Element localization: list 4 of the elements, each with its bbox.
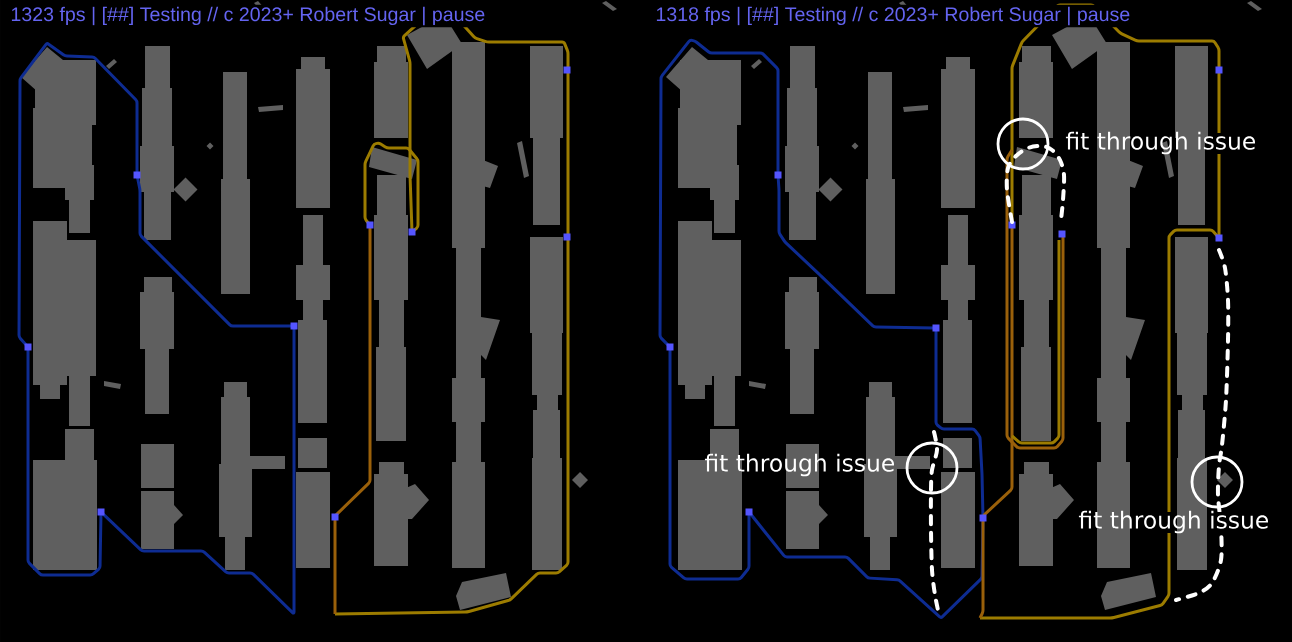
annotation-text: fit through issue xyxy=(1078,510,1268,534)
status-text: 1323 fps | [##] Testing // c 2023+ Robert Sugar | pause xyxy=(8,4,488,28)
status-text: 1318 fps | [##] Testing // c 2023+ Robert Sugar | pause xyxy=(653,4,1133,28)
annotation-text: fit through issue xyxy=(1065,131,1255,155)
